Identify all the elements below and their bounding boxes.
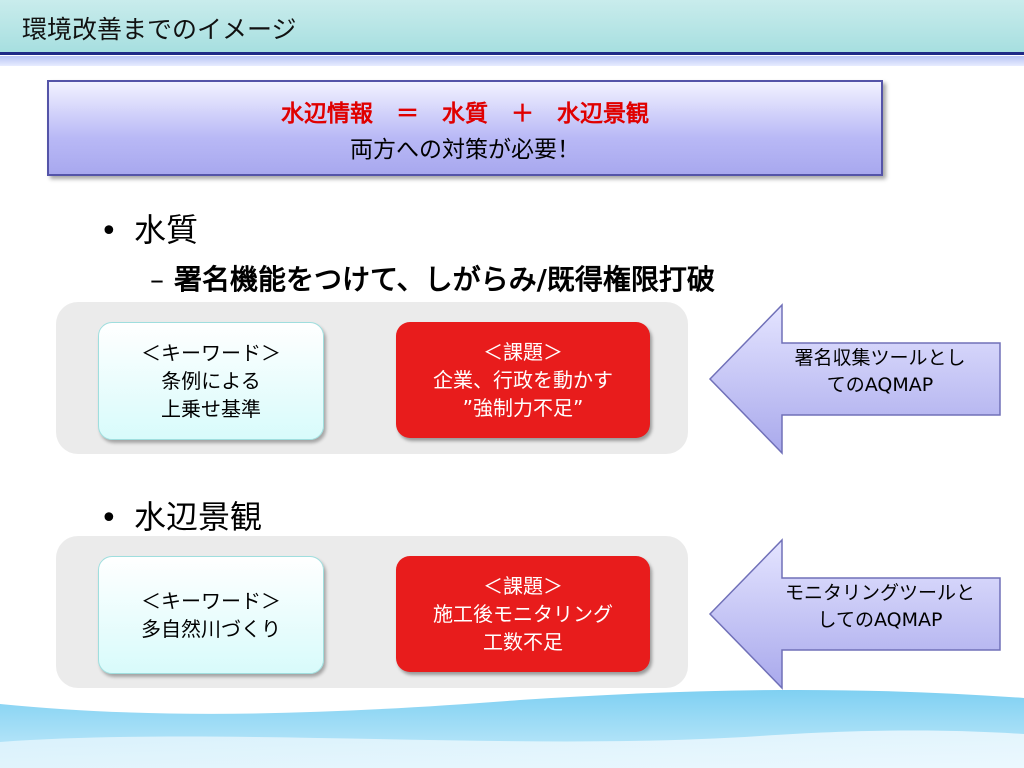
keyword-box: ＜キーワード＞ 多自然川づくり [98,556,324,674]
issue-line: ＜課題＞ [483,574,563,598]
bullet-heading: 水辺景観 [134,498,263,536]
sub-bullet-text: 署名機能をつけて、しがらみ/既得権限打破 [174,263,715,296]
callout-conclusion: 両方への対策が必要！ [350,137,580,163]
issue-line: 工数不足 [483,630,563,654]
issue-line: 企業、行政を動かす [433,368,613,392]
left-arrow-callout: 署名収集ツールとし てのAQMAP [708,303,1004,455]
arrow-label-line: してのAQMAP [817,609,943,631]
bullet-waterside-landscape: • 水辺景観 [100,492,262,538]
issue-line: ”強制力不足” [462,396,584,420]
left-arrow-shape [708,303,1001,455]
title-gradient-rule [0,56,1024,66]
sub-bullet-dash: – [150,263,164,296]
arrow-label-line: モニタリングツールと [784,582,975,604]
keyword-line: ＜キーワード＞ [141,589,281,613]
arrow-label: 署名収集ツールとし てのAQMAP [766,345,994,399]
arrow-label: モニタリングツールと してのAQMAP [766,580,994,634]
bullet-dot: • [100,501,118,536]
sub-bullet-signature: –署名機能をつけて、しがらみ/既得権限打破 [150,258,715,298]
slide-title-bar: 環境改善までのイメージ [0,0,1024,55]
left-arrow-shape [708,538,1001,690]
callout-equation: 水辺情報 ＝ 水質 ＋ 水辺景観 [281,101,649,127]
keyword-line: 条例による [161,369,261,393]
issue-box: ＜課題＞ 企業、行政を動かす ”強制力不足” [396,322,650,438]
left-arrow-callout: モニタリングツールと してのAQMAP [708,538,1004,690]
issue-line: 施工後モニタリング [433,602,613,626]
summary-callout: 水辺情報 ＝ 水質 ＋ 水辺景観 両方への対策が必要！ [47,80,883,176]
issue-line: ＜課題＞ [483,340,563,364]
arrow-label-line: 署名収集ツールとし [794,347,966,369]
issue-box: ＜課題＞ 施工後モニタリング 工数不足 [396,556,650,672]
bullet-water-quality: • 水質 [100,205,198,251]
panel-water-quality: ＜キーワード＞ 条例による 上乗せ基準 ＜課題＞ 企業、行政を動かす ”強制力不… [56,302,688,454]
panel-waterside-landscape: ＜キーワード＞ 多自然川づくり ＜課題＞ 施工後モニタリング 工数不足 [56,536,688,688]
keyword-box: ＜キーワード＞ 条例による 上乗せ基準 [98,322,324,440]
bullet-heading: 水質 [134,211,199,249]
keyword-line: ＜キーワード＞ [141,341,281,365]
keyword-line: 多自然川づくり [141,617,281,641]
arrow-label-line: てのAQMAP [826,374,934,396]
bottom-wave-decoration [0,689,1024,768]
slide-title: 環境改善までのイメージ [22,15,297,44]
bullet-dot: • [100,214,118,249]
keyword-line: 上乗せ基準 [161,397,261,421]
